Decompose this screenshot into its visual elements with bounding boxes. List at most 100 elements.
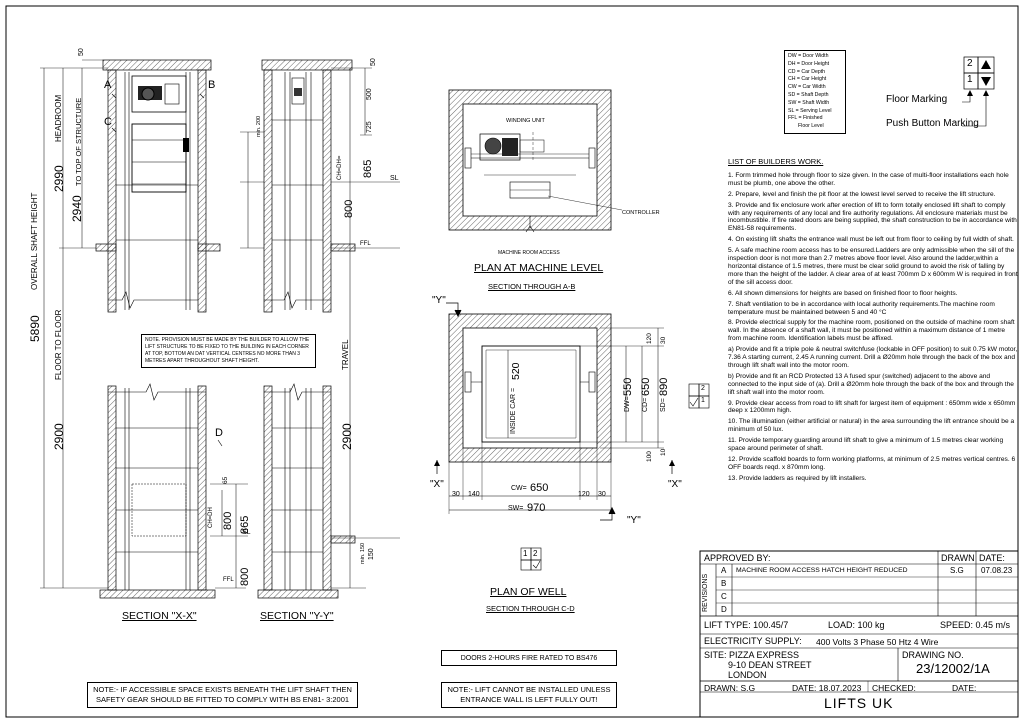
- list-item: 7. Shaft ventilation to be in accordance…: [728, 300, 995, 316]
- legend-item: CW = Car Width: [788, 84, 826, 91]
- list-item: 2. Prepare, level and finish the pit flo…: [728, 190, 996, 198]
- sd-value: 890: [658, 377, 670, 396]
- push-button-marking-label: Push Button Marking: [886, 118, 979, 129]
- x-marker-left: "X": [430, 479, 444, 490]
- site-address-line2: 9-10 DEAN STREET: [728, 660, 812, 670]
- y-marker-bottom: "Y": [627, 515, 641, 526]
- label-a: A: [104, 79, 112, 91]
- dim-2900-floor: 2900: [52, 423, 66, 450]
- headroom-label: HEADROOM: [54, 94, 63, 142]
- sw-label: SW=: [508, 505, 524, 512]
- plan-button-2: 2: [701, 385, 705, 392]
- entrance-wall-note: NOTE:- LIFT CANNOT BE INSTALLED UNLESS E…: [441, 682, 617, 708]
- lift-load: LOAD: 100 kg: [828, 620, 885, 630]
- lift-type: LIFT TYPE: 100.45/7: [704, 620, 789, 630]
- legend-item: CH = Car Height: [788, 76, 827, 83]
- dim-120-right: 120: [646, 333, 653, 344]
- list-item: 11. Provide temporary guarding around li…: [728, 437, 1004, 453]
- sw-value: 970: [527, 502, 546, 514]
- machine-room-access-label: MACHINE ROOM ACCESS: [498, 250, 560, 256]
- drawing-no-label: DRAWING NO.: [902, 650, 964, 660]
- plan-of-well: [434, 302, 710, 571]
- rev-a-label: A: [721, 566, 727, 575]
- dim-800-lower: 800: [222, 511, 234, 530]
- legend-item: Floor Level: [798, 123, 824, 130]
- dim-100: 100: [646, 451, 653, 462]
- date-header: DATE:: [979, 553, 1005, 563]
- list-item: 13. Provide ladders as required by lift …: [728, 474, 867, 482]
- list-item: 10. The illumination (either artificial …: [728, 418, 1015, 434]
- list-item: 8. Provide electrical supply for the mac…: [728, 319, 1015, 343]
- builders-work-heading: LIST OF BUILDERS WORK.: [728, 157, 824, 166]
- legend-item: SL = Serving Level: [788, 107, 832, 114]
- well-button-2: 2: [533, 549, 538, 558]
- dim-800-pit: 800: [239, 567, 251, 586]
- cw-value: 650: [530, 482, 549, 494]
- rev-a-drawn: S.G: [950, 566, 964, 575]
- winding-unit-label: WINDING UNIT: [506, 118, 545, 124]
- list-item: 5. A safe machine room access has to be …: [728, 247, 1018, 286]
- y-marker-top: "Y": [432, 295, 446, 306]
- rev-d-label: D: [721, 605, 727, 614]
- dim-120-bottom: 120: [578, 491, 590, 498]
- doors-fire-note: DOORS 2-HOURS FIRE RATED TO BS476: [441, 650, 617, 666]
- plan-button-1: 1: [701, 397, 705, 404]
- dim-800-upper: 800: [343, 199, 355, 218]
- list-item: 9. Provide clear access from road to lif…: [728, 399, 1016, 415]
- legend-item: SW = Shaft Width: [788, 99, 830, 106]
- revisions-label: REVISIONS: [702, 573, 709, 612]
- legend-item: FFL = Finished: [788, 115, 823, 122]
- dim-150: 150: [368, 548, 375, 560]
- rev-c-label: C: [721, 592, 727, 601]
- section-xx-drawing: [40, 59, 248, 599]
- lift-speed: SPEED: 0.45 m/s: [940, 620, 1011, 630]
- list-item: a) Provide and fit a triple pole & neutr…: [728, 346, 1018, 369]
- dim-10: 10: [660, 448, 667, 456]
- to-top-of-structure-label: TO TOP OF STRUCTURE: [74, 97, 83, 186]
- travel-label: TRAVEL: [341, 339, 350, 370]
- floor-marking-graphic: [962, 56, 995, 127]
- sd-label: SD=: [660, 398, 667, 412]
- floor-marking-label: Floor Marking: [886, 94, 948, 105]
- site-address-line3: LONDON: [728, 670, 767, 680]
- section-yy-drawing: [240, 59, 400, 599]
- safety-gear-note: NOTE:- IF ACCESSIBLE SPACE EXISTS BENEAT…: [87, 682, 358, 708]
- legend-item: CD = Car Depth: [788, 68, 826, 75]
- dim-50-top: 50: [78, 48, 85, 56]
- dim-725: 725: [366, 121, 373, 133]
- ffl-label-xx: FFL: [223, 577, 234, 583]
- list-item: 6. All shown dimensions for heights are …: [728, 289, 958, 297]
- builders-work-list: LIST OF BUILDERS WORK. 1. Form trimmed h…: [728, 158, 1018, 486]
- list-item: 3. Provide and fix enclosure work after …: [728, 201, 1017, 233]
- list-item: 1. Form trimmed hole through floor to si…: [728, 171, 1009, 187]
- floor-to-floor-label: FLOOR TO FLOOR: [54, 309, 63, 380]
- min-150-label: min. 150: [360, 542, 366, 564]
- controller-label: CONTROLLER: [622, 210, 660, 216]
- provision-note: NOTE. PROVISION MUST BE MADE BY THE BUIL…: [141, 334, 316, 368]
- approved-by-label: APPROVED BY:: [704, 553, 771, 563]
- dw-label: DW=: [624, 396, 631, 412]
- checked-label: CHECKED:: [872, 683, 916, 693]
- floor-num-1: 1: [967, 74, 973, 85]
- dim-2940: 2940: [70, 195, 84, 222]
- rev-a-date: 07.08.23: [981, 566, 1013, 575]
- checked-date-label: DATE:: [952, 683, 977, 693]
- sl-label-xx: SL: [242, 529, 251, 536]
- min-200-label: min. 200: [256, 115, 262, 137]
- dim-865-upper: 865: [362, 159, 374, 178]
- legend-item: SD = Shaft Depth: [788, 91, 829, 98]
- floor-num-2: 2: [967, 58, 973, 69]
- plan-well-sub: SECTION THROUGH C-D: [486, 604, 575, 613]
- dim-30-left: 30: [452, 491, 460, 498]
- plan-well-title: PLAN OF WELL: [490, 586, 567, 598]
- abbreviation-legend: DW = Door Width DH = Door Height CD = Ca…: [784, 50, 846, 134]
- section-yy-title: SECTION "Y-Y": [260, 610, 334, 622]
- drawn-date: DATE: 18.07.2023: [792, 683, 862, 693]
- dim-30-bottom: 30: [598, 491, 606, 498]
- list-item: 4. On existing lift shafts the entrance …: [728, 236, 1014, 244]
- sheet-border: [5, 5, 1019, 718]
- dim-500: 500: [366, 88, 373, 100]
- legend-item: DH = Door Height: [788, 60, 830, 67]
- drawn-by: DRAWN: S.G: [704, 683, 756, 693]
